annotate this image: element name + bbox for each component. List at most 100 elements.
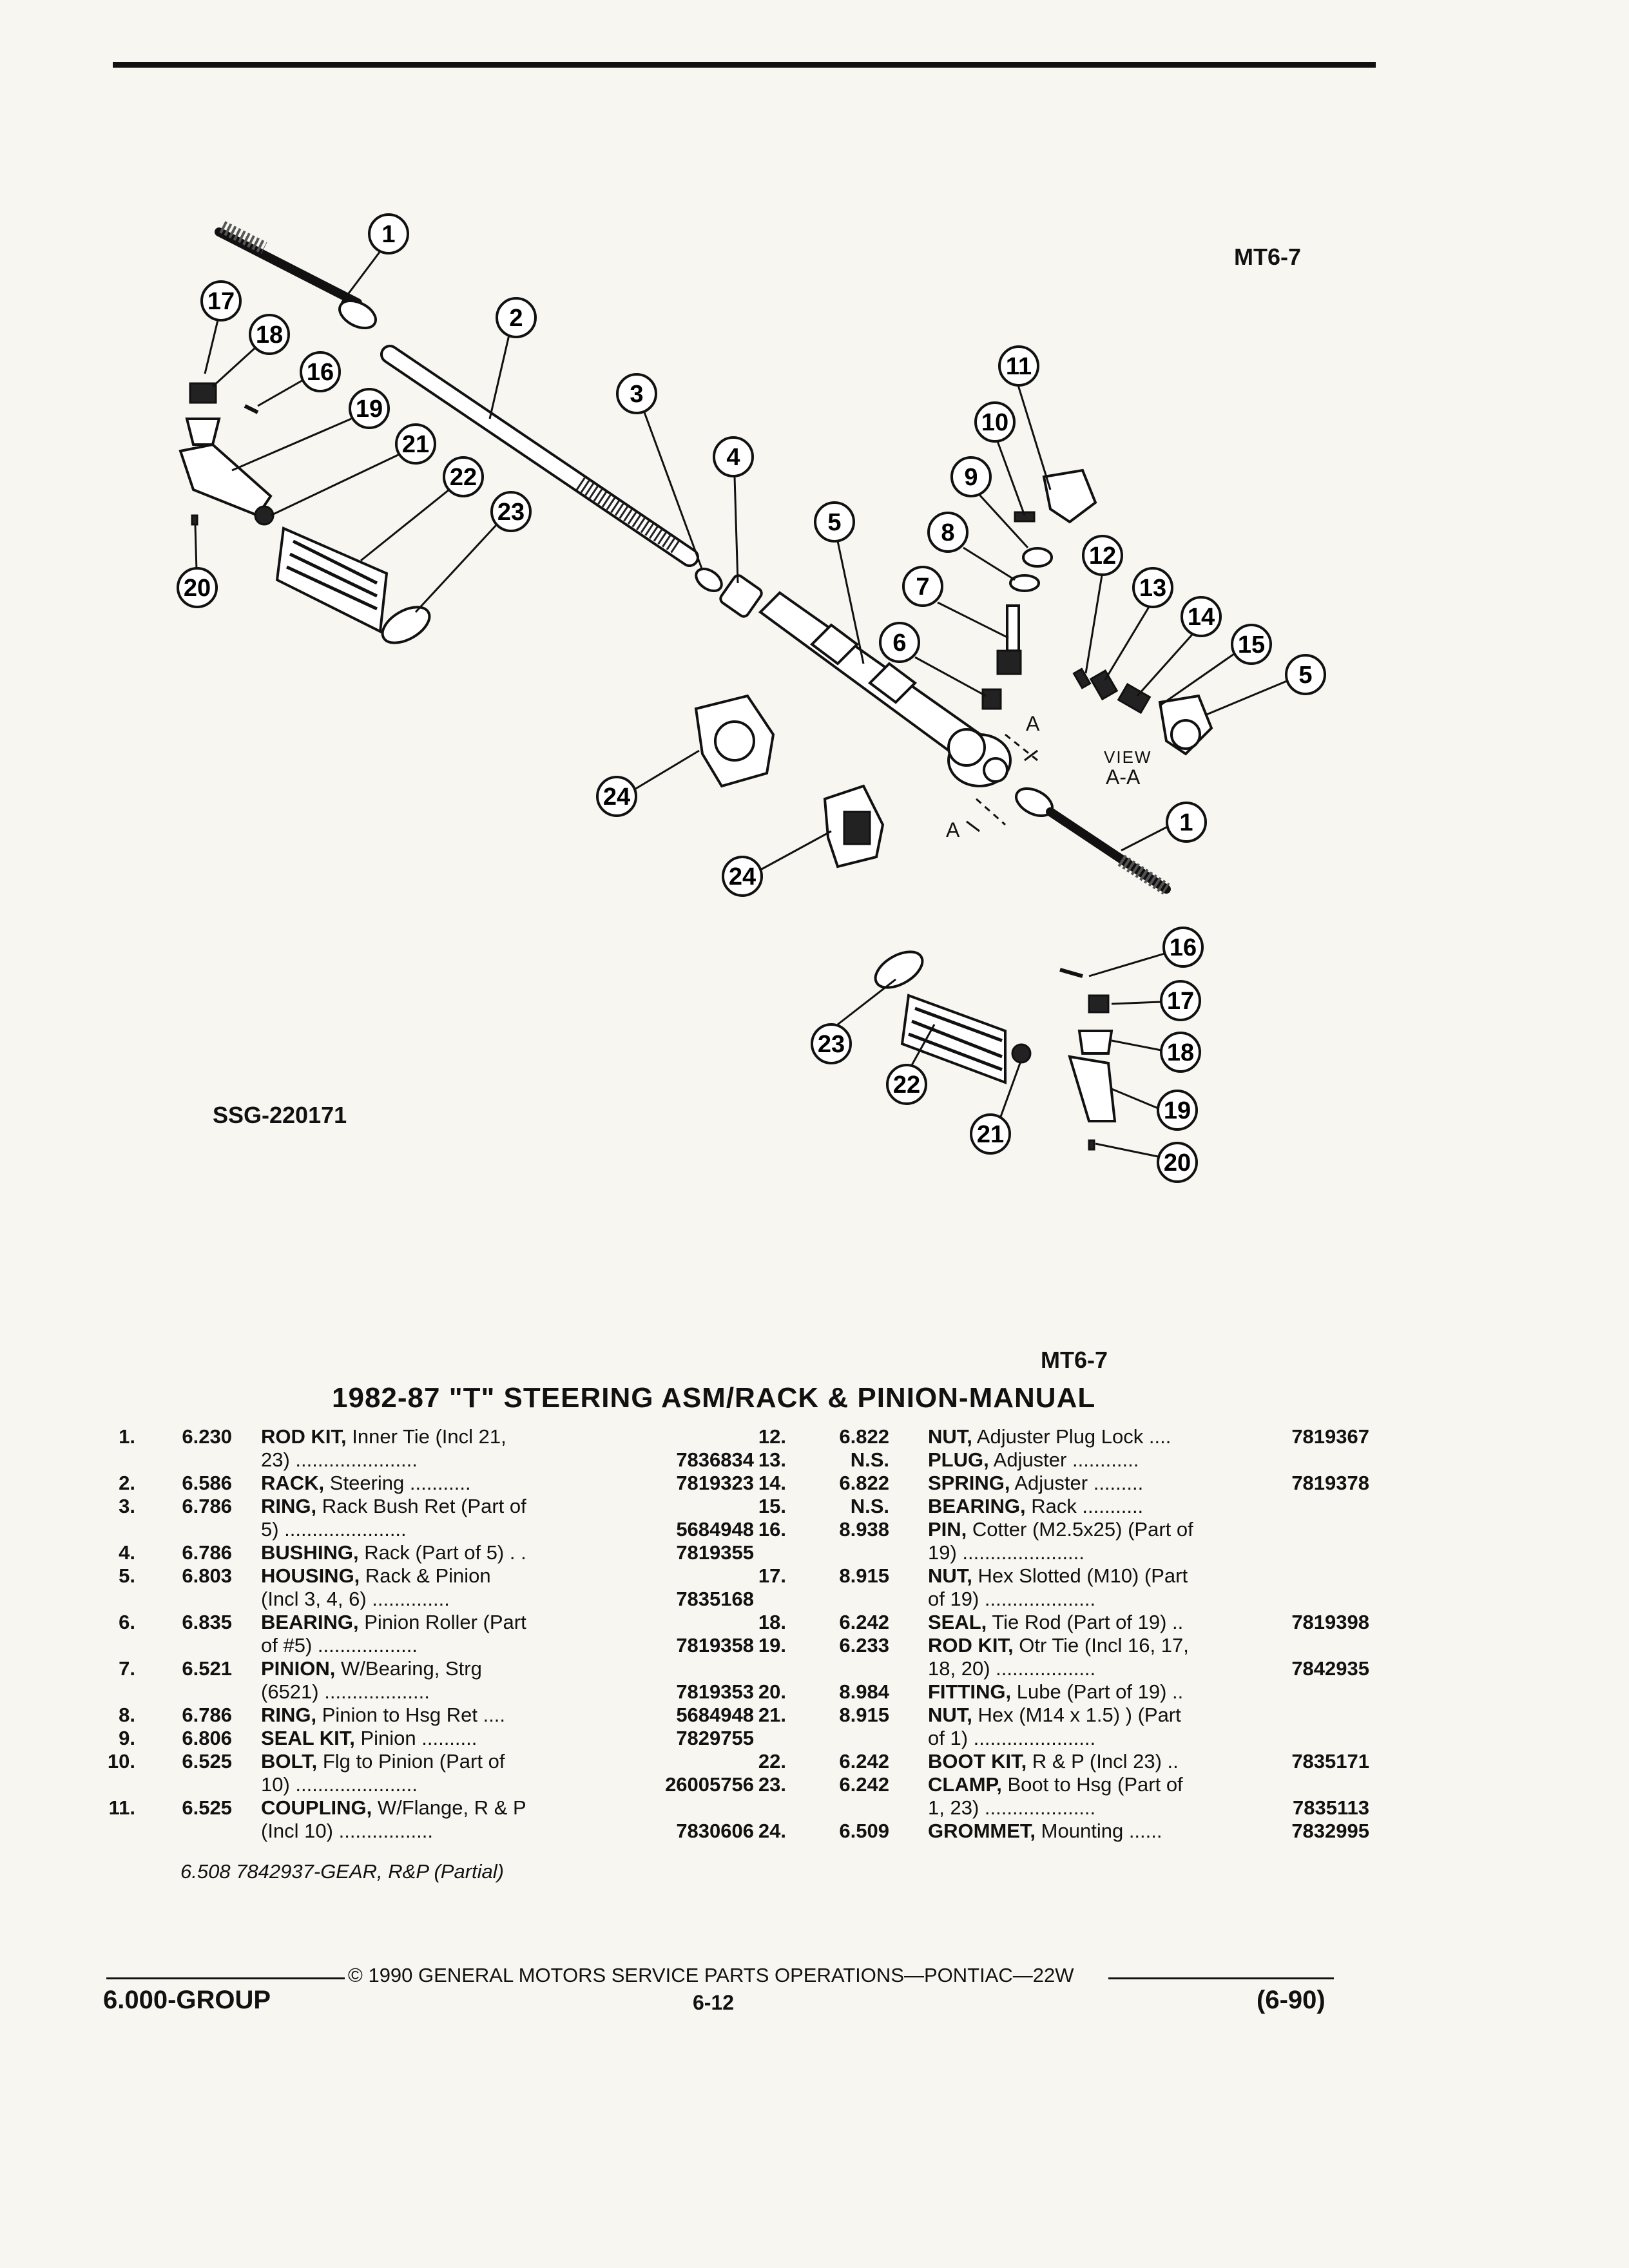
group-code: 8.915 xyxy=(839,1704,889,1726)
callout-1: 1 xyxy=(368,213,409,255)
group-code: 6.786 xyxy=(182,1541,232,1564)
item-desc: Flg to Pinion (Part of xyxy=(317,1750,505,1773)
item-description: BOLT, Flg to Pinion (Part of xyxy=(261,1750,505,1773)
callout-18: 18 xyxy=(1160,1032,1201,1073)
item-description-cont: of 19) .................... xyxy=(928,1588,1096,1610)
item-desc: Adjuster Plug Lock .... xyxy=(972,1425,1171,1448)
section-mark-upper: A xyxy=(1026,712,1040,735)
group-code: 8.984 xyxy=(839,1680,889,1703)
diagram-code: MT6-7 xyxy=(1234,244,1302,270)
item-name: NUT, xyxy=(928,1704,972,1726)
item-name: NUT, xyxy=(928,1564,972,1587)
svg-text:24: 24 xyxy=(729,863,756,890)
item-number: 21. xyxy=(758,1704,786,1726)
item-name: GROMMET, xyxy=(928,1820,1036,1842)
item-desc: Mounting ...... xyxy=(1036,1820,1162,1842)
grommet-lower xyxy=(823,784,885,869)
part-number: 26005756 xyxy=(665,1773,754,1796)
callout-21: 21 xyxy=(970,1113,1011,1155)
part-number: 7819323 xyxy=(676,1472,754,1494)
callout-13: 13 xyxy=(1132,567,1173,608)
item-name: ROD KIT, xyxy=(928,1634,1014,1657)
item-description-cont: (Incl 3, 4, 6) .............. xyxy=(261,1588,450,1610)
item-description: RING, Rack Bush Ret (Part of xyxy=(261,1495,526,1518)
diagram-svg: 1171816192212223203451110987612131415524… xyxy=(177,213,1326,1183)
item-name: PLUG, xyxy=(928,1448,989,1471)
view-label: VIEW xyxy=(1104,747,1152,767)
part-number: 7832995 xyxy=(1291,1820,1369,1842)
svg-text:15: 15 xyxy=(1238,631,1265,658)
callout-21: 21 xyxy=(395,423,436,465)
svg-text:22: 22 xyxy=(893,1072,920,1099)
group-code: 6.822 xyxy=(839,1425,889,1448)
callout-8: 8 xyxy=(927,512,969,553)
part-number: 7819353 xyxy=(676,1680,754,1703)
item-desc: Lube (Part of 19) .. xyxy=(1011,1680,1184,1703)
svg-text:13: 13 xyxy=(1139,575,1166,602)
item-name: BUSHING, xyxy=(261,1541,359,1564)
group-code: 6.230 xyxy=(182,1425,232,1448)
item-description-cont: 23) ...................... xyxy=(261,1448,418,1471)
grommet-upper xyxy=(694,694,775,788)
item-name: CLAMP, xyxy=(928,1773,1002,1796)
item-number: 16. xyxy=(758,1518,786,1541)
item-number: 5. xyxy=(119,1564,135,1587)
part-number: 7835168 xyxy=(676,1588,754,1610)
item-description: NUT, Hex (M14 x 1.5) ) (Part xyxy=(928,1704,1181,1727)
figure-id: SSG-220171 xyxy=(213,1102,347,1128)
svg-text:18: 18 xyxy=(256,322,283,349)
group-code: 6.242 xyxy=(839,1750,889,1773)
callout-group: 1171816192212223203451110987612131415524… xyxy=(177,213,1326,1183)
item-desc: Rack Bush Ret (Part of xyxy=(316,1495,526,1517)
svg-text:4: 4 xyxy=(726,444,740,471)
callout-23: 23 xyxy=(490,491,532,532)
item-description: CLAMP, Boot to Hsg (Part of xyxy=(928,1773,1183,1796)
callout-19: 19 xyxy=(349,388,390,429)
item-number: 7. xyxy=(119,1657,135,1680)
item-number: 4. xyxy=(119,1541,135,1564)
part-number: 7835113 xyxy=(1293,1796,1369,1819)
item-number: 19. xyxy=(758,1634,786,1657)
section-marks xyxy=(966,733,1038,832)
callout-6: 6 xyxy=(879,622,920,663)
item-desc: Otr Tie (Incl 16, 17, xyxy=(1013,1634,1189,1657)
item-desc: Rack ........... xyxy=(1025,1495,1144,1517)
group-code: 6.586 xyxy=(182,1472,232,1494)
pinion-assembly xyxy=(981,468,1097,710)
section-mark-lower: A xyxy=(946,818,960,841)
item-description: SEAL, Tie Rod (Part of 19) .. xyxy=(928,1611,1183,1634)
item-description-cont: of #5) .................. xyxy=(261,1634,418,1657)
svg-text:1: 1 xyxy=(1179,809,1193,836)
svg-text:16: 16 xyxy=(1170,934,1197,961)
item-number: 22. xyxy=(758,1750,786,1773)
item-description: PINION, W/Bearing, Strg xyxy=(261,1657,482,1680)
svg-text:21: 21 xyxy=(977,1121,1004,1148)
item-number: 17. xyxy=(758,1564,786,1587)
group-label: 6.000-GROUP xyxy=(103,1986,271,2014)
part-number: 7819355 xyxy=(676,1541,754,1564)
item-desc: Adjuster ............ xyxy=(988,1448,1139,1471)
group-code: 6.786 xyxy=(182,1495,232,1517)
part-number: 7829755 xyxy=(676,1727,754,1749)
callout-10: 10 xyxy=(974,401,1016,443)
svg-text:23: 23 xyxy=(497,499,525,526)
callout-24: 24 xyxy=(596,776,637,817)
parts-note: 6.508 7842937-GEAR, R&P (Partial) xyxy=(180,1860,504,1883)
item-name: RING, xyxy=(261,1704,317,1726)
item-desc: Pinion .......... xyxy=(354,1727,477,1749)
item-name: ROD KIT, xyxy=(261,1425,347,1448)
rack-bushing xyxy=(719,574,763,618)
item-description: PIN, Cotter (M2.5x25) (Part of xyxy=(928,1518,1193,1541)
callout-9: 9 xyxy=(950,456,992,497)
item-name: SPRING, xyxy=(928,1472,1010,1494)
item-number: 8. xyxy=(119,1704,135,1726)
item-description: ROD KIT, Inner Tie (Incl 21, xyxy=(261,1425,506,1448)
part-number: 7842935 xyxy=(1291,1657,1369,1680)
item-desc: Tie Rod (Part of 19) .. xyxy=(987,1611,1184,1633)
boot-lower xyxy=(874,950,1032,1084)
